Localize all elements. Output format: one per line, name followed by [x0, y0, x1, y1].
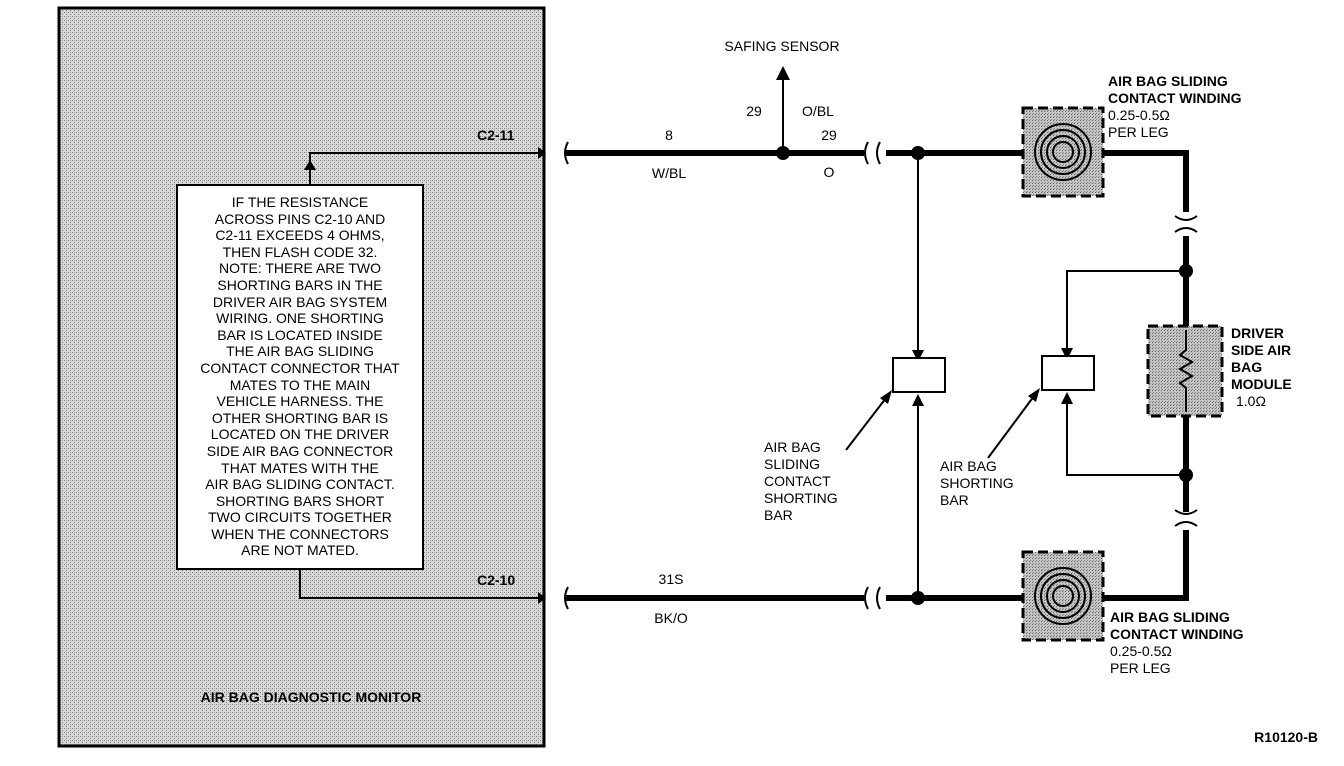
note-line: AIR BAG SLIDING CONTACT. — [205, 476, 395, 493]
note-line: ACROSS PINS C2-10 AND — [214, 210, 386, 227]
svg-text:SHORTING: SHORTING — [764, 490, 838, 506]
svg-text:AIR BAG SLIDING: AIR BAG SLIDING — [1108, 73, 1228, 89]
safing-sensor-label: SAFING SENSOR — [724, 38, 839, 54]
svg-text:SHORTING: SHORTING — [940, 475, 1014, 491]
arrow-pin-bottom — [538, 592, 546, 604]
module-feed — [1103, 236, 1198, 601]
note-line: THE AIR BAG SLIDING — [226, 343, 374, 360]
svg-text:1.0Ω: 1.0Ω — [1236, 393, 1266, 409]
safing-circuit-number: 29 — [746, 103, 762, 119]
svg-text:AIR BAG SLIDING: AIR BAG SLIDING — [1110, 609, 1230, 625]
airbag-shorting-bar — [1041, 270, 1186, 476]
svg-text:SLIDING: SLIDING — [764, 456, 820, 472]
note-line: C2-11 EXCEEDS 4 OHMS, — [215, 227, 385, 244]
note-line: ARE NOT MATED. — [241, 542, 359, 559]
svg-text:BAR: BAR — [940, 492, 969, 508]
note-line: LOCATED ON THE DRIVER — [210, 426, 390, 443]
note-line: SIDE AIR BAG CONNECTOR — [206, 442, 394, 459]
bottom-wire-color: BK/O — [654, 610, 688, 626]
note-line: THEN FLASH CODE 32. — [222, 243, 378, 260]
bottom-winding-label: AIR BAG SLIDING CONTACT WINDING 0.25-0.5… — [1110, 609, 1244, 676]
pin-c2-10-label: C2-10 — [477, 572, 515, 588]
note-line: DRIVER AIR BAG SYSTEM — [212, 293, 388, 310]
module-label: DRIVER SIDE AIR BAG MODULE 1.0Ω — [1231, 325, 1292, 409]
svg-text:0.25-0.5Ω: 0.25-0.5Ω — [1110, 643, 1172, 659]
svg-text:AIR BAG: AIR BAG — [940, 458, 997, 474]
svg-text:PER LEG: PER LEG — [1110, 660, 1171, 676]
airbag-bar-label: AIR BAG SHORTING BAR — [940, 458, 1014, 508]
note-line: VEHICLE HARNESS. THE — [216, 393, 384, 410]
svg-text:AIR BAG: AIR BAG — [764, 439, 821, 455]
top-right-wire-color: O — [824, 164, 835, 180]
arrow-note-top — [304, 160, 316, 170]
bottom-contact-winding — [1021, 550, 1105, 642]
arrow-pin-top — [538, 147, 546, 159]
svg-text:CONTACT WINDING: CONTACT WINDING — [1110, 626, 1244, 642]
svg-text:CONTACT WINDING: CONTACT WINDING — [1108, 90, 1242, 106]
note-line: WIRING. ONE SHORTING — [216, 310, 384, 327]
svg-text:BAR: BAR — [764, 507, 793, 523]
top-winding-label: AIR BAG SLIDING CONTACT WINDING 0.25-0.5… — [1108, 73, 1242, 140]
pin-c2-11-label: C2-11 — [477, 127, 515, 143]
sliding-bar-leader — [845, 397, 887, 451]
svg-text:MODULE: MODULE — [1231, 376, 1292, 392]
top-wire — [564, 141, 1030, 165]
monitor-title: AIR BAG DIAGNOSTIC MONITOR — [201, 689, 422, 705]
svg-text:CONTACT: CONTACT — [764, 473, 831, 489]
svg-text:0.25-0.5Ω: 0.25-0.5Ω — [1108, 107, 1170, 123]
driver-airbag-module — [1146, 324, 1224, 418]
note-line: IF THE RESISTANCE — [231, 194, 369, 210]
svg-text:DRIVER: DRIVER — [1231, 325, 1284, 341]
svg-text:BAG: BAG — [1231, 359, 1262, 375]
note-line: SHORTING BARS IN THE — [217, 276, 383, 293]
safing-arrow — [776, 66, 790, 80]
airbag-bar-leader-arrow — [1028, 388, 1040, 402]
sliding-contact-shorting-bar — [892, 160, 946, 598]
sliding-bar-label: AIR BAG SLIDING CONTACT SHORTING BAR — [764, 439, 838, 523]
note-line: THAT MATES WITH THE — [221, 459, 379, 476]
note-line: CONTACT CONNECTOR THAT — [200, 359, 400, 376]
svg-text:SIDE AIR: SIDE AIR — [1231, 342, 1291, 358]
note-line: MATES TO THE MAIN — [229, 376, 371, 393]
airbag-bar-leader — [987, 395, 1035, 459]
bottom-circuit-number: 31S — [659, 571, 684, 587]
leader-bottom — [299, 570, 538, 599]
sliding-bar-leader-arrow — [880, 390, 892, 404]
note-line: TWO CIRCUITS TOGETHER — [208, 509, 392, 526]
safing-wire-color: O/BL — [802, 103, 834, 119]
note-line: NOTE: THERE ARE TWO — [218, 260, 382, 277]
svg-text:PER LEG: PER LEG — [1108, 124, 1169, 140]
resistance-note-box: IF THE RESISTANCE ACROSS PINS C2-10 AND … — [176, 184, 424, 570]
top-contact-winding — [1021, 106, 1198, 233]
note-line: OTHER SHORTING BAR IS — [211, 409, 389, 426]
top-wire-color: W/BL — [652, 165, 686, 181]
note-line: WHEN THE CONNECTORS — [211, 525, 389, 542]
note-line: SHORTING BARS SHORT — [215, 492, 385, 509]
figure-id: R10120-B — [1254, 729, 1318, 745]
top-right-circuit-number: 29 — [821, 127, 837, 143]
top-circuit-number: 8 — [665, 127, 673, 143]
note-line: BAR IS LOCATED INSIDE — [217, 326, 383, 343]
bottom-wire — [564, 586, 1030, 610]
leader-top — [309, 152, 538, 184]
